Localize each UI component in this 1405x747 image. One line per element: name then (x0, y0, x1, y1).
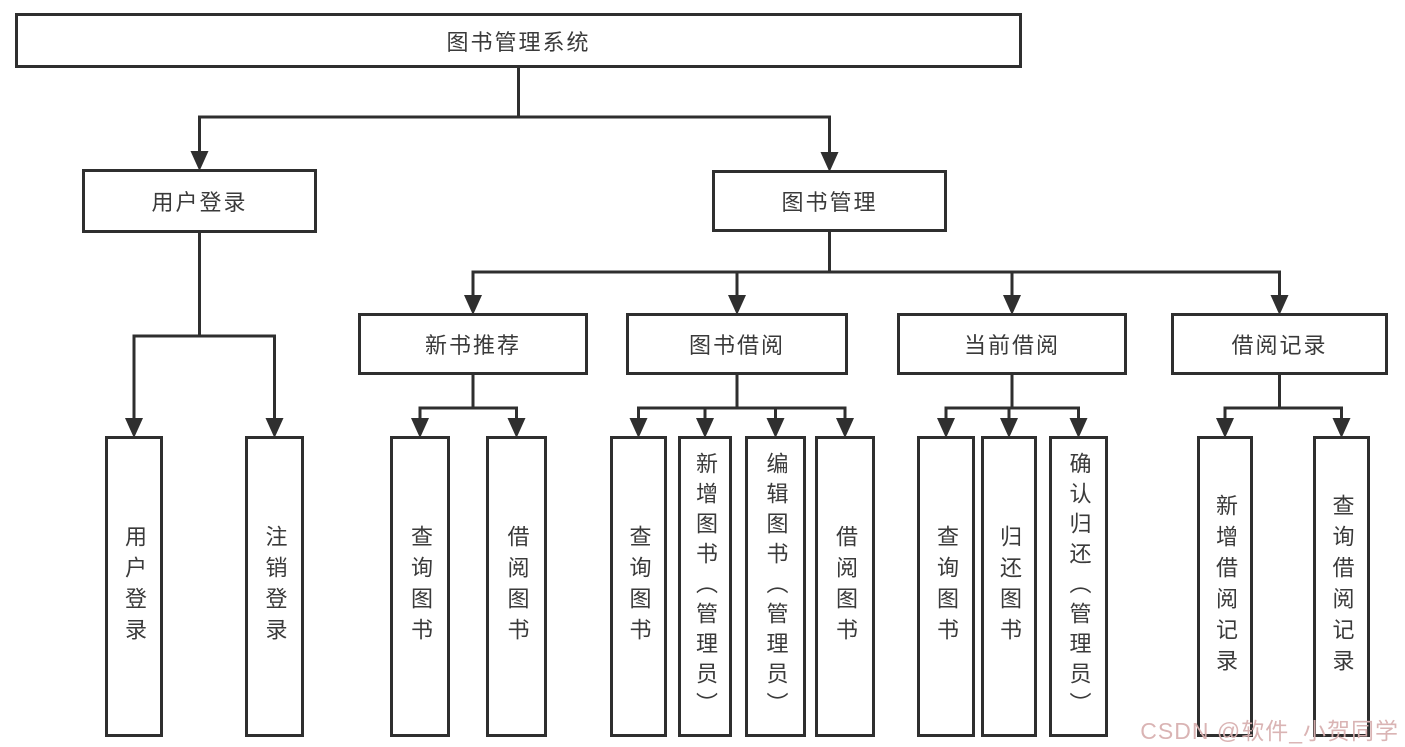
node-leaf-bb-add: 新增图书（管理员） (678, 436, 732, 737)
node-label: 借阅图书 (833, 524, 858, 649)
arrowhead-icon (728, 295, 746, 315)
node-label: 图书管理系统 (446, 29, 591, 55)
arrowhead-icon (464, 295, 482, 315)
arrowhead-icon (411, 418, 429, 438)
arrowhead-icon (1003, 295, 1021, 315)
node-label: 新书推荐 (424, 333, 521, 358)
arrowhead-icon (1000, 418, 1018, 438)
node-label: 图书借阅 (688, 333, 785, 358)
node-borrow-record: 借阅记录 (1171, 313, 1388, 375)
node-label: 用户登录 (122, 524, 147, 649)
arrowhead-icon (1332, 418, 1351, 438)
node-label: 借阅图书 (504, 524, 530, 649)
arrowhead-icon (1069, 418, 1088, 438)
node-current-borrow: 当前借阅 (897, 313, 1127, 375)
node-label: 查询借阅记录 (1329, 493, 1355, 680)
node-label: 编辑图书（管理员） (763, 451, 789, 722)
node-label: 新增借阅记录 (1213, 493, 1238, 680)
node-label: 当前借阅 (963, 333, 1060, 358)
node-root: 图书管理系统 (15, 13, 1022, 68)
node-leaf-logout: 注销登录 (245, 436, 304, 737)
node-leaf-bb-borrow: 借阅图书 (815, 436, 875, 737)
node-label: 新增图书（管理员） (693, 451, 718, 722)
arrowhead-icon (766, 418, 785, 438)
node-leaf-rec-query: 查询借阅记录 (1313, 436, 1370, 737)
node-label: 查询图书 (626, 524, 652, 649)
node-label: 注销登录 (262, 524, 288, 649)
node-leaf-bb-query: 查询图书 (610, 436, 667, 737)
node-book-mgmt: 图书管理 (712, 170, 947, 232)
watermark-text: CSDN @软件_小贺同学 (1140, 718, 1399, 744)
node-book-borrow: 图书借阅 (626, 313, 848, 375)
node-leaf-cb-query: 查询图书 (917, 436, 975, 737)
arrowhead-icon (265, 418, 284, 438)
arrowhead-icon (696, 418, 714, 438)
watermark: CSDN @软件_小贺同学 (1140, 712, 1399, 746)
node-leaf-nb-query: 查询图书 (390, 436, 450, 737)
arrowhead-icon (629, 418, 648, 438)
node-label: 借阅记录 (1231, 333, 1328, 358)
arrowhead-icon (1216, 418, 1234, 438)
node-label: 用户登录 (151, 190, 248, 215)
node-label: 确认归还（管理员） (1066, 451, 1092, 722)
node-leaf-user-login: 用户登录 (105, 436, 163, 737)
arrowhead-icon (937, 418, 955, 438)
arrowhead-icon (190, 151, 209, 171)
arrowhead-icon (507, 418, 526, 438)
node-user-login: 用户登录 (82, 169, 317, 233)
node-leaf-bb-edit: 编辑图书（管理员） (745, 436, 806, 737)
arrowhead-icon (1270, 295, 1289, 315)
node-new-book: 新书推荐 (358, 313, 588, 375)
node-label: 查询图书 (408, 524, 433, 649)
node-leaf-nb-borrow: 借阅图书 (486, 436, 547, 737)
node-leaf-cb-return: 归还图书 (981, 436, 1037, 737)
arrowhead-icon (820, 152, 839, 172)
node-label: 图书管理 (781, 190, 878, 215)
node-leaf-rec-add: 新增借阅记录 (1197, 436, 1253, 737)
arrowhead-icon (836, 418, 854, 438)
node-leaf-cb-confirm: 确认归还（管理员） (1049, 436, 1108, 737)
node-label: 归还图书 (997, 524, 1022, 649)
node-label: 查询图书 (934, 524, 959, 649)
arrowhead-icon (125, 418, 143, 438)
